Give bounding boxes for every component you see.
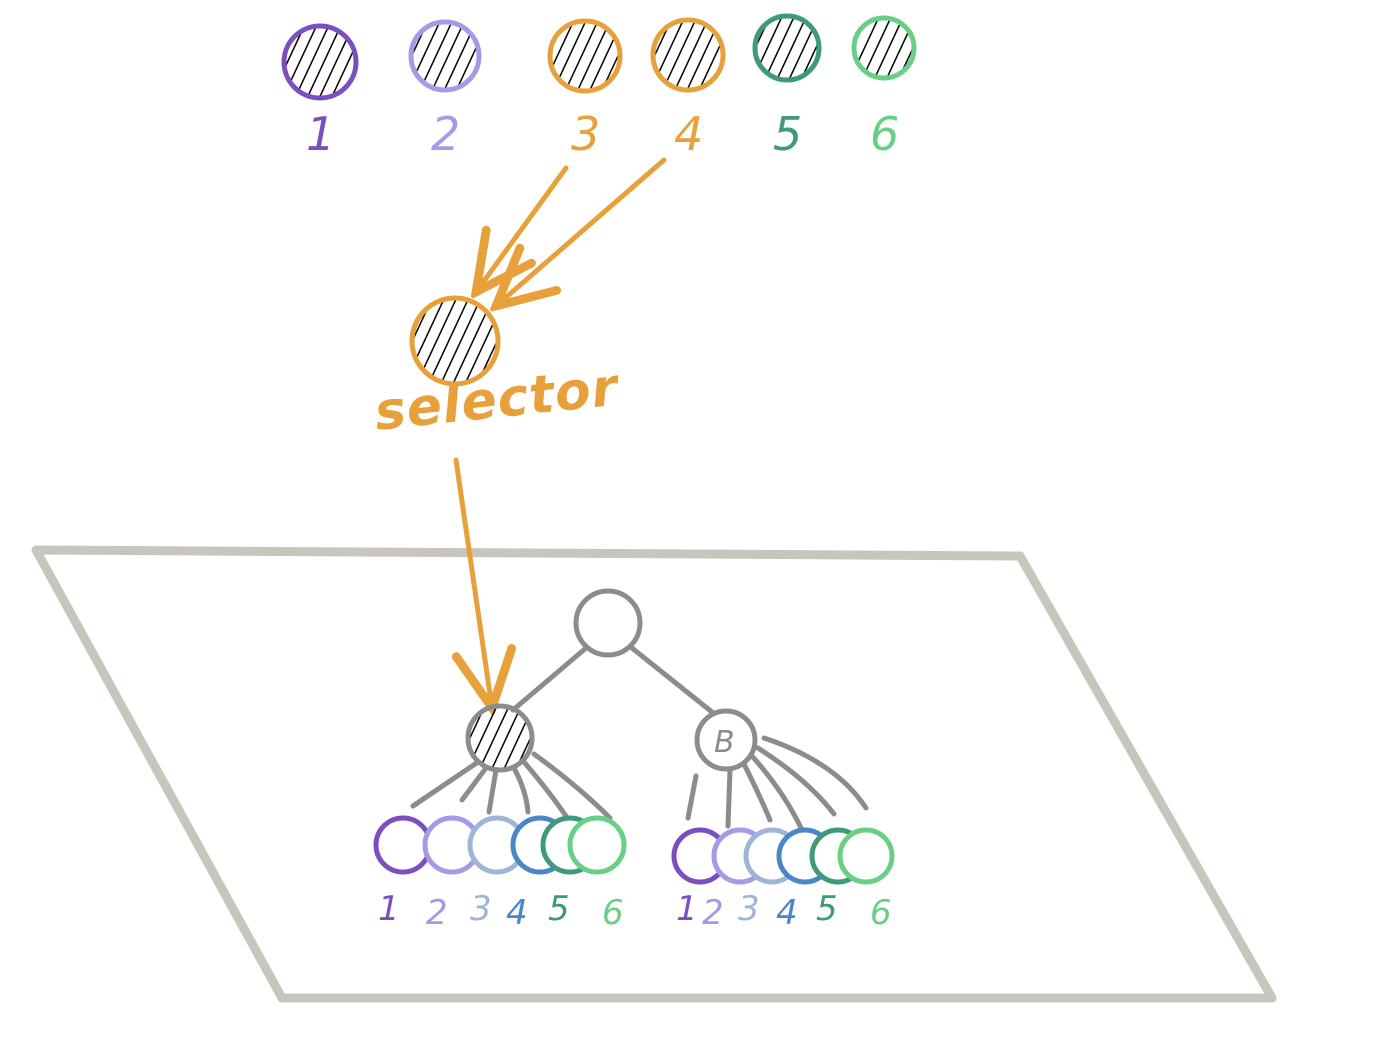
top-item-1: 1 <box>281 23 359 161</box>
top-items-row: 1 2 3 4 5 6 <box>281 13 917 161</box>
left-leaf-circle <box>567 815 627 875</box>
top-item-label: 1 <box>306 107 335 161</box>
left-leaf-label: 5 <box>548 889 570 929</box>
selector-node <box>409 295 501 387</box>
top-item-6: 6 <box>851 15 917 161</box>
top-item-label: 3 <box>571 107 600 161</box>
tree-node-a <box>465 703 535 773</box>
tree-node-b <box>694 708 758 772</box>
right-leaf-label: 4 <box>776 893 798 933</box>
right-leaf-label: 5 <box>816 889 838 929</box>
top-item-label: 6 <box>870 107 899 161</box>
left-leaf-label: 6 <box>602 893 624 933</box>
right-leaf-circle <box>837 827 895 885</box>
arrow-4-to-selector <box>496 157 667 306</box>
arrow-selector-to-node-a <box>456 457 492 708</box>
plane-outline <box>31 545 1277 1003</box>
edge-root-b <box>629 645 715 715</box>
top-item-3: 3 <box>547 18 623 161</box>
selector-label: selector <box>372 357 624 442</box>
tree-root-node <box>573 588 643 658</box>
right-leaf-label: 2 <box>702 893 724 933</box>
top-item-label: 2 <box>431 107 460 161</box>
left-leaf-label: 1 <box>378 889 400 929</box>
top-item-label: 5 <box>773 107 802 161</box>
left-leaf-label: 2 <box>426 893 448 933</box>
right-leaf-label: 1 <box>676 889 698 929</box>
left-leaf-circle <box>373 815 433 875</box>
edges-a-to-leaves <box>410 751 613 821</box>
edge-root-a <box>510 645 589 713</box>
tree-node-b-letter: B <box>714 725 735 760</box>
right-leaf-label: 3 <box>738 889 760 929</box>
left-leaf-label: 4 <box>506 893 528 933</box>
arrow-3-to-selector <box>476 165 569 292</box>
left-leaf-label: 3 <box>470 889 492 929</box>
top-item-5: 5 <box>752 13 822 161</box>
top-item-label: 4 <box>674 107 703 161</box>
right-leaf-label: 6 <box>870 893 892 933</box>
top-item-2: 2 <box>408 19 482 161</box>
top-item-4: 4 <box>650 17 726 161</box>
edges-b-to-leaves <box>685 735 869 833</box>
